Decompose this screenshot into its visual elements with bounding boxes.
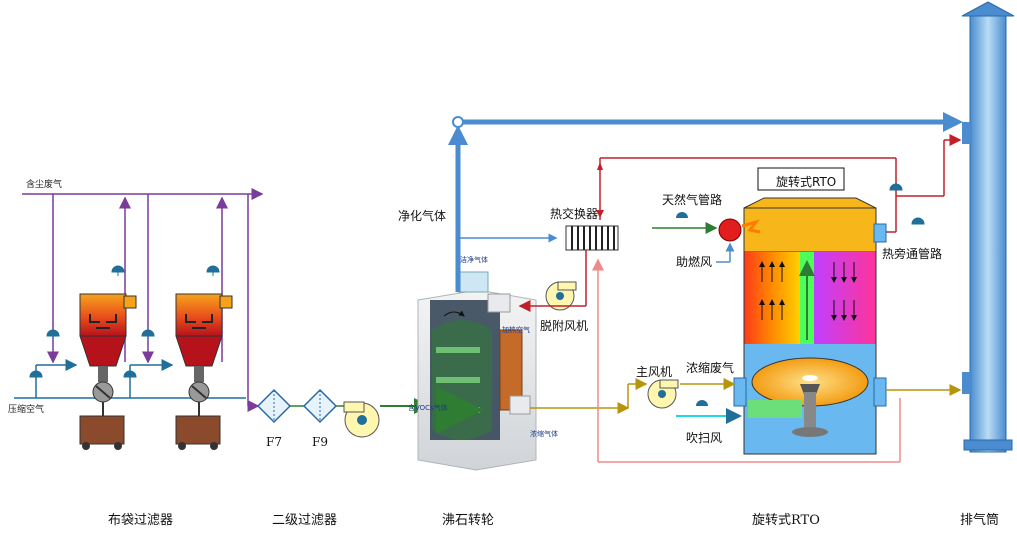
- desorption-fan-label: 脱附风机: [540, 318, 588, 333]
- purge-air-label: 吹扫风: [686, 431, 722, 445]
- rto-unit: [718, 197, 877, 455]
- gas-valve-icon[interactable]: [676, 212, 688, 218]
- arrow-down-icon: [596, 210, 604, 218]
- main-fan-label: 主风机: [636, 365, 672, 379]
- stage-secondary-filter: 二级过滤器: [272, 513, 337, 528]
- main-fan-icon: [343, 401, 380, 438]
- combustion-air-line: [716, 242, 735, 263]
- filter-f7: [256, 388, 292, 424]
- exhaust-stack: [961, 1, 1015, 453]
- purge-valve-icon[interactable]: [696, 400, 708, 406]
- zeolite-rotor: [417, 271, 537, 471]
- wheel-concentrated-label: 浓缩气体: [530, 429, 558, 438]
- rto-bypass-port: [873, 223, 887, 243]
- compressed-air-label: 压缩空气: [8, 403, 44, 415]
- stage-rto: 旋转式RTO: [752, 513, 820, 528]
- stage-bag-filter: 布袋过滤器: [108, 513, 173, 528]
- desorption-fan-icon: [545, 281, 577, 311]
- return-line: [592, 258, 901, 463]
- stage-zeolite-wheel: 沸石转轮: [442, 513, 494, 528]
- natural-gas-label: 天然气管路: [662, 192, 722, 207]
- rto-inlet-port: [733, 377, 747, 407]
- bag-filter-1: [79, 293, 137, 450]
- stage-stack: 排气筒: [960, 512, 999, 528]
- rto-title-frame: [757, 167, 845, 191]
- clean-gas-pipe: [448, 112, 963, 292]
- filter-f9: [302, 388, 338, 424]
- f9-label: F9: [312, 435, 328, 449]
- compressed-air-line: [14, 359, 246, 399]
- bypass-label: 热旁通管路: [882, 246, 942, 261]
- clean-gas-label: 净化气体: [398, 208, 446, 223]
- rto-title-label: 旋转式RTO: [776, 174, 836, 189]
- raw-gas-label: 含尘废气: [26, 178, 62, 190]
- wheel-clean-label: 洁净气体: [460, 255, 488, 264]
- wheel-voc-label: 含VOCs气体: [408, 403, 448, 412]
- concentrated-gas-label: 浓缩废气: [686, 360, 734, 375]
- rto-flow-arrows: [759, 260, 857, 340]
- concentrated-gas-line: [530, 378, 962, 414]
- hot-air-lines: [518, 134, 962, 312]
- bypass-valve-icon[interactable]: [889, 183, 925, 225]
- rto-outlet-port: [873, 377, 887, 407]
- heat-exchanger-label: 热交换器: [550, 206, 598, 221]
- valve-icon[interactable]: [29, 265, 220, 381]
- bag-filter-2: [175, 293, 233, 450]
- f7-label: F7: [266, 435, 282, 449]
- heat-exchanger: [565, 225, 619, 251]
- combustion-air-label: 助燃风: [676, 254, 712, 269]
- main-fan-rto-icon: [647, 379, 679, 409]
- wheel-hot-air-label: 加热空气: [502, 325, 530, 334]
